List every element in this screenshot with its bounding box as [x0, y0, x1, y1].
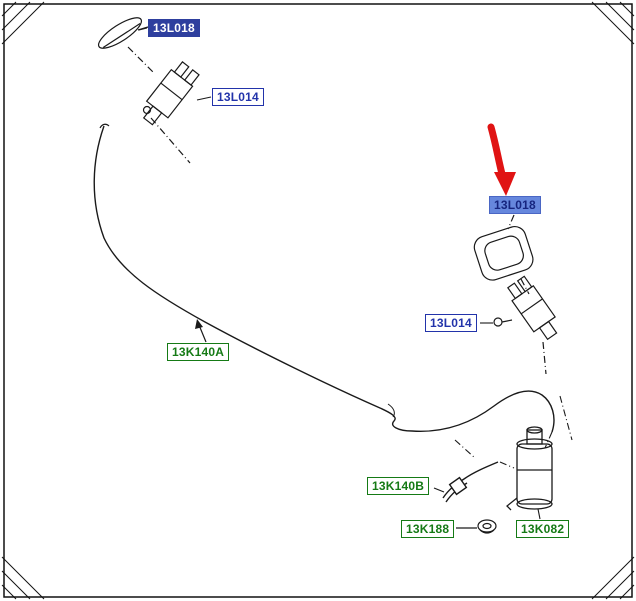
part-label-13L018-right[interactable]: 13L018: [489, 196, 541, 214]
part-label-13L014-left[interactable]: 13L014: [212, 88, 264, 106]
washer-pump: [506, 426, 553, 511]
part-label-13K082[interactable]: 13K082: [516, 520, 570, 538]
washer-jet-left: [127, 46, 200, 164]
diagram-border: [3, 3, 633, 598]
washer-hose-main: [93, 123, 555, 433]
part-label-13L018-top[interactable]: 13L018: [148, 19, 200, 37]
grommet: [456, 519, 497, 534]
part-label-13L014-right[interactable]: 13L014: [425, 314, 477, 332]
washer-hose-lower: [442, 461, 499, 503]
nozzle-cover-right: [473, 214, 534, 295]
part-label-13K140A[interactable]: 13K140A: [167, 343, 230, 361]
nozzle-cover-left: [97, 17, 149, 49]
part-label-13K188[interactable]: 13K188: [401, 520, 455, 538]
hose-pump-guides: [454, 395, 573, 469]
part-label-13K140B[interactable]: 13K140B: [367, 477, 430, 495]
red-arrow: [487, 123, 516, 196]
k140a-leader: [195, 319, 207, 343]
label-leaders: [138, 27, 541, 520]
washer-jet-right: [493, 275, 558, 375]
